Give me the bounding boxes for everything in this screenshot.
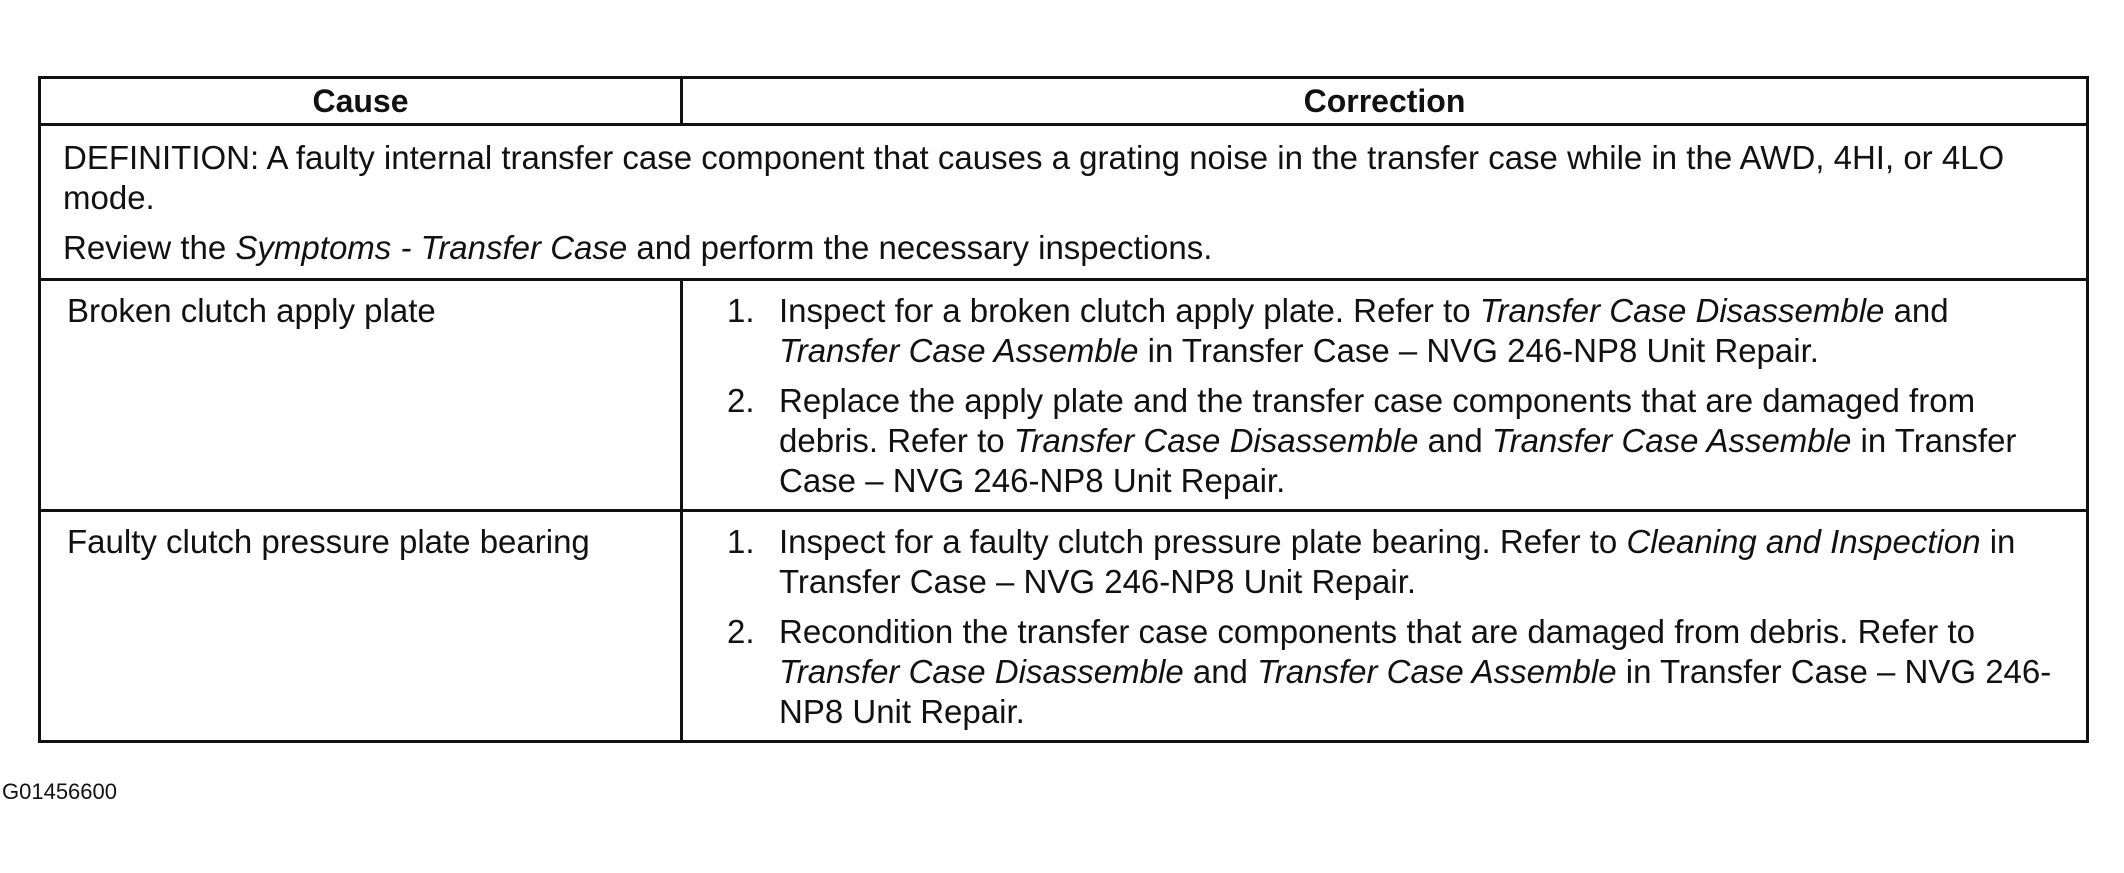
correction-step: 2. Recondition the transfer case componen… <box>727 612 2066 732</box>
diagnostic-table: Cause Correction DEFINITION: A faulty in… <box>38 76 2089 743</box>
step-text: and <box>1418 422 1492 459</box>
step-number: 1. <box>727 523 755 560</box>
correction-step: 1. Inspect for a faulty clutch pressure p… <box>727 522 2066 602</box>
step-reference: Transfer Case Disassemble <box>1479 292 1885 329</box>
step-text: in Transfer Case – NVG 246-NP8 Unit Repa… <box>779 422 2017 499</box>
step-text: Replace the apply plate and the transfer… <box>779 382 1976 459</box>
cause-cell: Broken clutch apply plate <box>38 278 683 512</box>
step-text: Recondition the transfer case components… <box>779 613 1975 650</box>
review-text-post: and perform the necessary inspections. <box>627 229 1213 266</box>
review-text: Review the Symptoms - Transfer Case and … <box>63 228 2064 268</box>
step-reference: Cleaning and Inspection <box>1626 523 1981 560</box>
review-text-pre: Review the <box>63 229 236 266</box>
header-row: Cause Correction <box>38 76 2089 126</box>
correction-cell: 1. Inspect for a faulty clutch pressure p… <box>680 509 2089 743</box>
review-text-link: Symptoms - Transfer Case <box>235 229 628 266</box>
step-text: in Transfer Case – NVG 246-NP8 Unit Repa… <box>779 523 2016 600</box>
step-reference: Transfer Case Disassemble <box>779 653 1184 690</box>
figure-id: G01456600 <box>2 779 117 804</box>
correction-steps: 1. Inspect for a faulty clutch pressure p… <box>727 522 2066 732</box>
step-reference: Transfer Case Assemble <box>1257 653 1617 690</box>
definition-text: DEFINITION: A faulty internal transfer c… <box>63 139 2005 216</box>
definition-row: DEFINITION: A faulty internal transfer c… <box>38 123 2089 281</box>
header-correction: Correction <box>680 76 2089 126</box>
cause-cell: Faulty clutch pressure plate bearing <box>38 509 683 743</box>
step-reference: Transfer Case Assemble <box>779 332 1139 369</box>
step-text: in Transfer Case – NVG 246-NP8 Unit Repa… <box>1138 332 1819 369</box>
step-text: Inspect for a faulty clutch pressure pla… <box>779 523 1627 560</box>
correction-cell: 1. Inspect for a broken clutch apply plat… <box>680 278 2089 512</box>
step-text: and <box>1884 292 1949 329</box>
correction-step: 2. Replace the apply plate and the transf… <box>727 381 2066 501</box>
step-text: and <box>1183 653 1258 690</box>
step-reference: Transfer Case Assemble <box>1491 422 1852 459</box>
table-row: Broken clutch apply plate 1. Inspect for … <box>38 278 2089 512</box>
step-text: in Transfer Case – NVG 246-NP8 Unit Repa… <box>779 653 2052 730</box>
correction-steps: 1. Inspect for a broken clutch apply plat… <box>727 291 2066 501</box>
correction-step: 1. Inspect for a broken clutch apply plat… <box>727 291 2066 371</box>
table-row: Faulty clutch pressure plate bearing 1. I… <box>38 509 2089 743</box>
step-number: 2. <box>727 613 755 650</box>
step-text: Inspect for a broken clutch apply plate.… <box>779 292 1480 329</box>
definition-cell: DEFINITION: A faulty internal transfer c… <box>38 123 2089 281</box>
step-number: 2. <box>727 382 755 419</box>
header-cause: Cause <box>38 76 683 126</box>
step-number: 1. <box>727 292 755 329</box>
step-reference: Transfer Case Disassemble <box>1013 422 1419 459</box>
